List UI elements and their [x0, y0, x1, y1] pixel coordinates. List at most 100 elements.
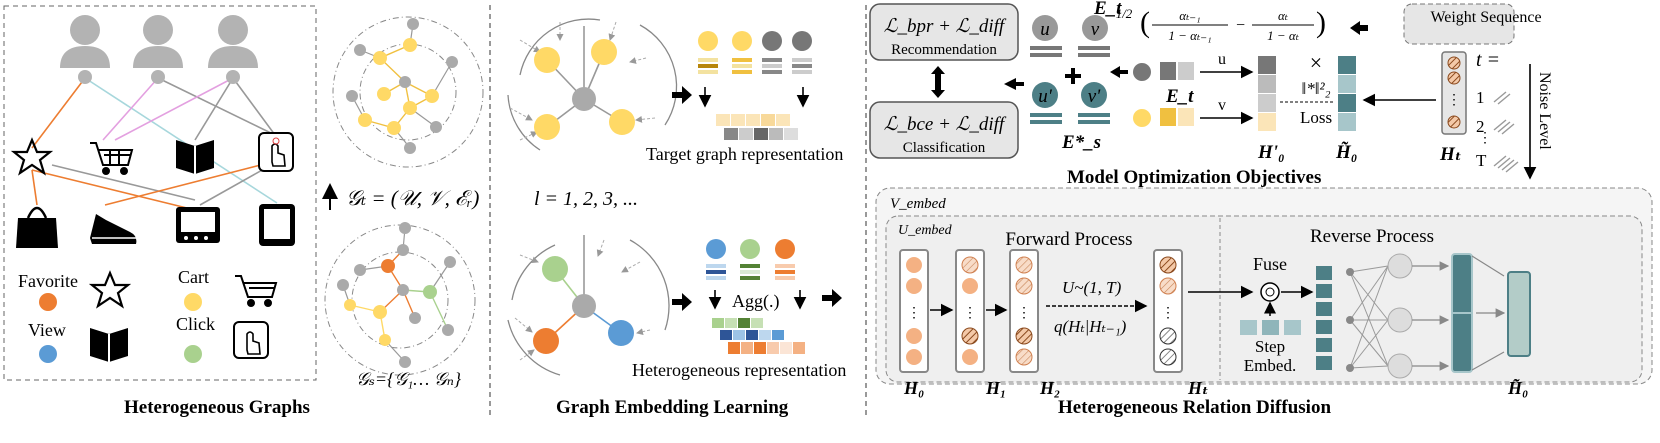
h2-label: H₂	[1039, 378, 1060, 398]
target-label: Target graph representation	[646, 144, 843, 164]
hetero-representation: Agg(.) Heterogeneous representation	[632, 239, 846, 380]
svg-text:⋮: ⋮	[1017, 306, 1031, 321]
t-eq: t =	[1476, 49, 1500, 71]
legend-favorite-dot	[39, 293, 57, 311]
et-mid-embeddings: E_t	[1133, 62, 1194, 127]
star-icon	[88, 270, 132, 309]
ht-label: Hₜ	[1439, 144, 1462, 165]
t-2: 2	[1476, 117, 1485, 136]
section-model-optimization: ℒ_bpr + ℒ_diff Recommendation ℒ_bce + ℒ_…	[869, 0, 1553, 188]
q-formula: q(Hₜ|Hₜ₋₁)	[1054, 317, 1127, 336]
es-label: E*_s	[1061, 132, 1101, 153]
v-prime-label: v'	[1088, 86, 1101, 107]
hetero-edges	[31, 77, 281, 211]
svg-text:⋮: ⋮	[1447, 93, 1461, 108]
section-graph-embedding: Target graph representation l = 1, 2, 3,…	[507, 18, 846, 418]
times-sign: ×	[1310, 50, 1322, 75]
legend-view-dot	[39, 345, 57, 363]
target-graph	[332, 16, 484, 168]
fuse-label: Fuse	[1253, 254, 1287, 274]
weight-sequence-box: Weight Sequence	[1403, 3, 1542, 45]
legend-cart-label: Cart	[178, 267, 209, 287]
forward-columns: ⋮ ⋮ ⋮ U~(1, T) q(Hₜ|Hₜ₋₁) ⋮ H₀ H₁ H₂ Hₜ	[899, 249, 1209, 398]
u-prime-label: u'	[1038, 86, 1053, 107]
left-arrow	[1350, 21, 1368, 35]
legend-click-dot	[184, 345, 202, 363]
right-arrow	[672, 86, 692, 104]
alpha-num2: αₜ	[1278, 8, 1289, 23]
plus-icon	[1065, 68, 1081, 84]
rec-formula: ℒ_bpr + ℒ_diff	[884, 16, 1007, 37]
svg-text:⋮: ⋮	[1478, 131, 1492, 146]
cls-label: Classification	[903, 140, 986, 156]
u-node-label: u	[1040, 19, 1050, 40]
person-icon	[208, 15, 258, 84]
target-representation: Target graph representation	[646, 31, 843, 164]
book-icon	[90, 328, 128, 362]
t-T: T	[1476, 151, 1487, 170]
forward-label: Forward Process	[1005, 229, 1132, 250]
double-arrow	[931, 66, 945, 98]
ht-vector: ⋮ Hₜ	[1439, 51, 1467, 165]
cart-icon	[235, 275, 278, 307]
left-arrow	[1110, 66, 1128, 78]
legend: Favorite Cart View Click	[18, 267, 278, 363]
noise-level-label: Noise Level	[1536, 72, 1553, 150]
svg-text:(: (	[1140, 6, 1150, 39]
u-dist-label: U~(1, T)	[1062, 278, 1122, 297]
embed-label: Embed.	[1244, 356, 1296, 375]
section-heterogeneous-graphs: Favorite Cart View Click Heteroge	[3, 5, 484, 418]
recommendation-box: ℒ_bpr + ℒ_diff Recommendation	[869, 3, 1019, 61]
svg-text:⋮: ⋮	[907, 306, 921, 321]
h0-prime-label: H'₀	[1257, 142, 1285, 163]
arrow-v-label: v	[1218, 97, 1226, 114]
person-icon	[60, 15, 110, 84]
embedding-graph-top	[507, 18, 678, 151]
heterogeneous-source-graph	[324, 222, 476, 376]
bag-icon	[16, 206, 58, 248]
alpha-formula: 1/2 ( αₜ₋₁ 1 − αₜ₋₁ − αₜ 1 − αₜ )	[1116, 6, 1326, 43]
left-arrow	[1004, 78, 1024, 90]
tablet-icon	[259, 204, 295, 246]
layer-formula: l = 1, 2, 3, ...	[534, 188, 638, 210]
alpha-lead: 1/2	[1116, 6, 1133, 21]
gt-formula: 𝒢ₜ = (𝒰, 𝒱, ℰᵣ)	[346, 186, 479, 210]
et-mid: E_t	[1165, 86, 1194, 107]
section1-caption: Heterogeneous Graphs	[124, 397, 310, 418]
t-1: 1	[1476, 88, 1485, 107]
classification-box: ℒ_bce + ℒ_diff Classification	[869, 101, 1019, 159]
agg-label: Agg(.)	[732, 291, 780, 312]
svg-text:): )	[1316, 6, 1326, 39]
section3-caption-bottom: Heterogeneous Relation Diffusion	[1058, 397, 1331, 418]
fuse-block: Fuse Step Embed.	[1240, 254, 1301, 375]
fuse-icon	[1260, 282, 1280, 302]
alpha-num1: αₜ₋₁	[1179, 8, 1200, 23]
legend-click-label: Click	[176, 314, 215, 334]
section1-frame	[3, 5, 317, 381]
right-arrow	[672, 293, 692, 311]
step-label: Step	[1255, 337, 1285, 356]
weight-seq-label: Weight Sequence	[1430, 9, 1541, 26]
svg-text:−: −	[1236, 17, 1245, 34]
click-icon	[233, 321, 269, 359]
star-icon	[10, 137, 54, 176]
h0-tilde2-label: H̃₀	[1507, 378, 1528, 398]
rec-label: Recommendation	[891, 42, 997, 58]
reverse-label: Reverse Process	[1310, 226, 1434, 247]
person-icon	[133, 15, 183, 84]
h0-tilde-label: H̃₀	[1335, 142, 1357, 163]
svg-text:⋮: ⋮	[963, 306, 977, 321]
alpha-den2: 1 − αₜ	[1267, 28, 1300, 43]
cart-icon	[90, 142, 134, 175]
cls-formula: ℒ_bce + ℒ_diff	[884, 114, 1007, 135]
legend-view-label: View	[28, 320, 66, 340]
u-embed-label: U_embed	[898, 223, 953, 238]
loss-label: Loss	[1300, 108, 1332, 127]
h0-prime-vector: H'₀	[1257, 56, 1285, 163]
click-icon	[258, 132, 294, 172]
ht2-label: Hₜ	[1187, 378, 1209, 398]
user-nodes	[60, 15, 258, 84]
svg-text:⋮: ⋮	[1161, 306, 1175, 321]
